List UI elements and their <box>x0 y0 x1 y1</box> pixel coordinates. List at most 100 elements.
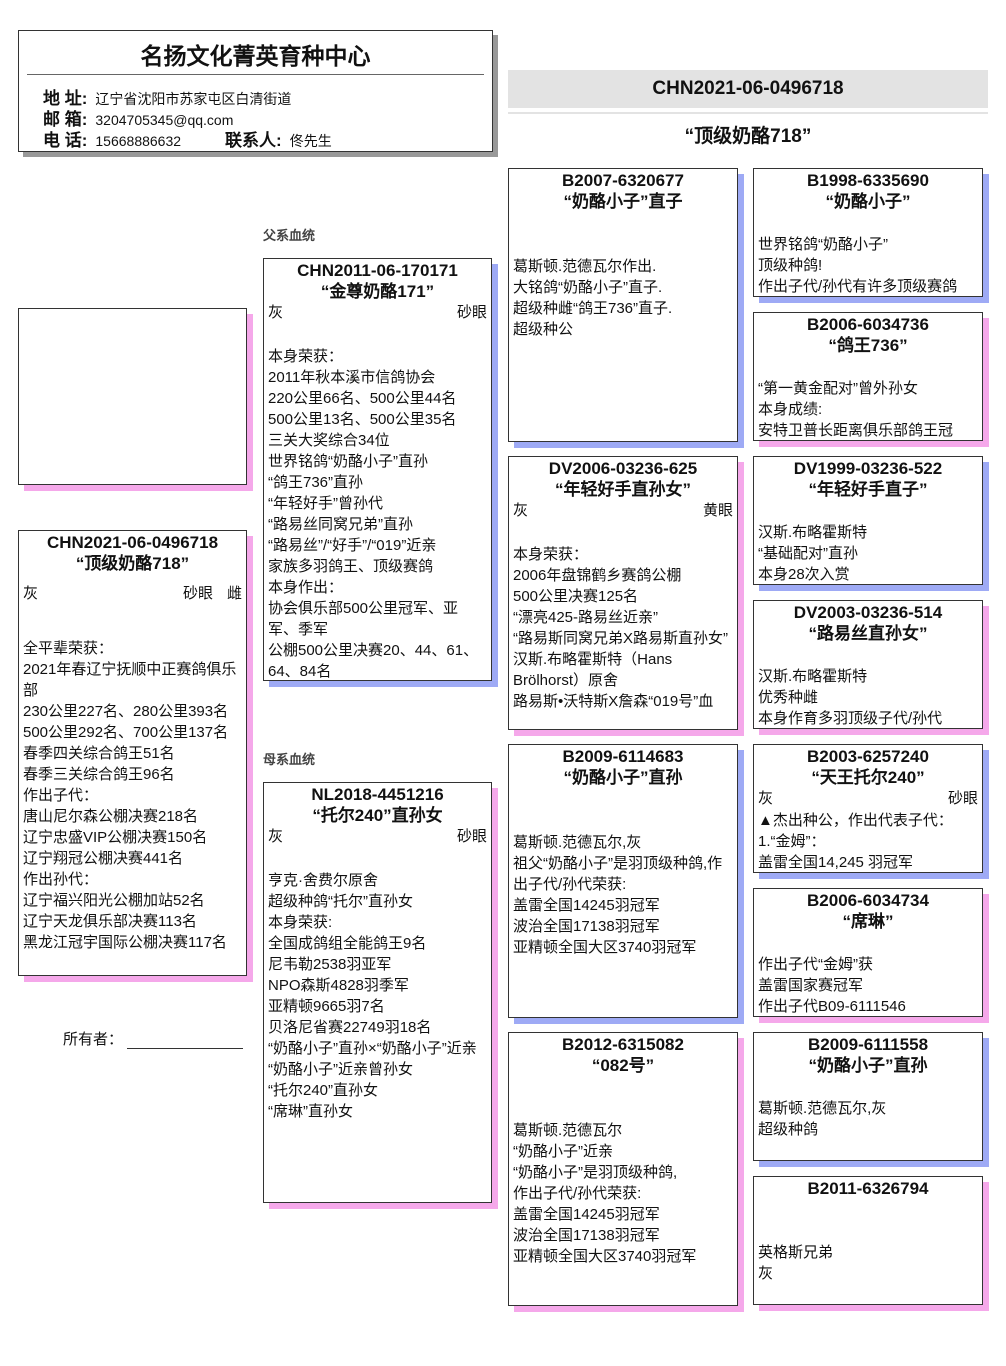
note-line: 本身荣获： <box>513 546 589 563</box>
note-line: 本身荣获： <box>268 348 344 365</box>
pedigree-card-sd: DV2006-03236-625“年轻好手直孙女”灰黄眼本身荣获：2006年盘锦… <box>508 456 738 730</box>
pigeon-name: “年轻好手直孙女” <box>555 480 691 499</box>
note-line: “奶酪小子”是羽顶级种鸽, <box>513 1164 678 1181</box>
pigeon-name: “奶酪小子”直孙 <box>563 768 683 787</box>
note-line: 唐山尼尔森公棚决赛218名 <box>23 808 199 825</box>
pedigree-card-ds: B2009-6114683“奶酪小子”直孙葛斯顿.范德瓦尔,灰祖父“奶酪小子”是… <box>508 744 738 1018</box>
note-line: 世界铭鸽“奶酪小子”直孙 <box>268 453 428 470</box>
ring-number: CHN2011-06-170171 <box>297 261 458 280</box>
note-line: 盖雷全国14245羽冠军 <box>513 1206 660 1223</box>
note-line: 亚精顿9665羽7名 <box>268 998 385 1015</box>
note-line: “年轻好手”曾孙代 <box>268 495 383 512</box>
note-line: 汉斯.布略霍斯特 <box>758 668 868 685</box>
pigeon-name: “托尔240”直孙女 <box>312 806 443 825</box>
note-line: 葛斯顿.范德瓦尔,灰 <box>513 834 642 851</box>
note-line: 作出子代/孙代有许多顶级赛鸽 <box>758 278 958 295</box>
subject-ring-banner: CHN2021-06-0496718 <box>508 70 988 108</box>
note-line: 2006年盘锦鹤乡赛鸽公棚 <box>513 567 682 584</box>
contact-label: 联系人: <box>225 131 282 150</box>
note-line: 500公里决赛125名 <box>513 588 639 605</box>
sire-section-label: 父系血统 <box>263 228 316 243</box>
sex: 雌 <box>226 585 242 602</box>
note-line: 公棚500公里决赛20、44、61、64、84名 <box>268 642 479 680</box>
note-line: 全平辈荣获： <box>23 640 114 657</box>
eye-type: 砂眼 <box>182 585 213 602</box>
note-line: 本身作育多羽顶级子代/孙代 <box>758 710 943 727</box>
note-line: 作出子代“金姆”获 <box>758 956 873 973</box>
pigeon-name: “鸽王736” <box>828 336 908 355</box>
note-line: 灰 <box>758 1265 774 1282</box>
pigeon-name: “奶酪小子” <box>825 192 911 211</box>
attributes-row: 灰砂眼雌 <box>23 583 242 604</box>
note-line: 大铭鸽“奶酪小子”直子. <box>513 279 663 296</box>
card-notes: “第一黄金配对”曾外孙女本身成绩:安特卫普长距离俱乐部鸽王冠 <box>758 378 978 440</box>
email-label: 邮 箱: <box>43 110 88 129</box>
feather-color: 灰 <box>513 502 529 519</box>
note-line: ▲杰出种公，作出代表子代： <box>758 812 953 829</box>
ring-number: B2006-6034736 <box>807 315 929 334</box>
note-line: 亚精顿全国大区3740羽冠军 <box>513 1248 697 1265</box>
card-notes: 英格斯兄弟灰 <box>758 1242 978 1284</box>
card-notes: 葛斯顿.范德瓦尔,灰祖父“奶酪小子”是羽顶级种鸽,作出子代/孙代荣获:盖雷全国1… <box>513 832 733 958</box>
note-line: 协会俱乐部500公里冠军、亚军、季军 <box>268 600 459 638</box>
owner-field: 所有者： <box>63 1028 244 1049</box>
ring-number: B2006-6034734 <box>807 891 929 910</box>
note-line: 路易斯•沃特斯X詹森“019号”血 <box>513 693 714 710</box>
feather-color: 灰 <box>758 790 774 807</box>
email-row: 邮 箱: 3204705345@qq.com <box>43 105 233 130</box>
note-line: 1.“金姆”： <box>758 833 826 850</box>
note-line: 波治全国17138羽冠军 <box>513 1227 660 1244</box>
note-line: 葛斯顿.范德瓦尔 <box>513 1122 623 1139</box>
note-line: 顶级种鸽! <box>758 257 823 274</box>
note-line: “鸽王736”直孙 <box>268 474 364 491</box>
note-line: 220公里66名、500公里44名 <box>268 390 457 407</box>
note-line: 辽宁忠盛VIP公棚决赛150名 <box>23 829 208 846</box>
note-line: 超级种雌“鸽王736”直子. <box>513 300 673 317</box>
note-line: 作出子代： <box>23 787 99 804</box>
note-line: “奶酪小子”近亲曾孙女 <box>268 1061 413 1078</box>
attributes-row: 灰砂眼 <box>268 826 487 847</box>
note-line: “路易斯同窝兄弟X路易斯直孙女” <box>513 630 728 647</box>
note-line: 2011年秋本溪市信鸽协会 <box>268 369 436 386</box>
note-line: 辽宁福兴阳光公棚加站52名 <box>23 892 205 909</box>
card-notes: 作出子代“金姆”获盖雷国家赛冠军作出子代B09-6111546 <box>758 954 978 1016</box>
note-line: 全国成鸽组全能鸽王9名 <box>268 935 427 952</box>
note-line: 本身28次入赏 <box>758 566 850 583</box>
note-line: 盖雷国家赛冠军 <box>758 977 864 994</box>
note-line: “奶酪小子”直孙×“奶酪小子”近亲 <box>268 1040 477 1057</box>
note-line: “托尔240”直孙女 <box>268 1082 379 1099</box>
phone-value: 15668886632 <box>95 133 182 149</box>
owner-signature-line[interactable] <box>127 1030 244 1049</box>
email-value: 3204705345@qq.com <box>95 112 234 128</box>
note-line: 葛斯顿.范德瓦尔作出. <box>513 258 657 275</box>
card-notes: 葛斯顿.范德瓦尔,灰超级种鸽 <box>758 1098 978 1140</box>
address-row: 地 址: 辽宁省沈阳市苏家屯区白清街道 <box>43 84 291 109</box>
pedigree-card-sds: DV1999-03236-522“年轻好手直子”汉斯.布略霍斯特“基础配对”直孙… <box>753 456 983 585</box>
card-notes: ▲杰出种公，作出代表子代： 1.“金姆”： 盖雷全国14,245 羽冠军 <box>758 810 978 872</box>
note-line: 2021年春辽宁抚顺中正赛鸽俱乐部 <box>23 661 237 699</box>
note-line: 超级种公 <box>513 321 574 338</box>
note-line: 盖雷全国14,245 羽冠军 <box>758 854 914 871</box>
ring-number: DV2006-03236-625 <box>548 459 698 478</box>
note-line: 葛斯顿.范德瓦尔,灰 <box>758 1100 887 1117</box>
pigeon-name: “席琳” <box>842 912 894 931</box>
card-notes: 葛斯顿.范德瓦尔作出. 大铭鸽“奶酪小子”直子. 超级种雌“鸽王736”直子. 超级种… <box>513 256 733 340</box>
card-notes: 葛斯顿.范德瓦尔“奶酪小子”近亲“奶酪小子”是羽顶级种鸽,作出子代/孙代荣获:盖… <box>513 1120 733 1267</box>
pigeon-name: “奶酪小子”直子 <box>563 192 683 211</box>
pedigree-card-dsd: B2006-6034734 “席琳” 作出子代“金姆”获盖雷国家赛冠军作出子代B09… <box>753 888 983 1017</box>
card-notes: 汉斯.布略霍斯特优秀种雌本身作育多羽顶级子代/孙代 <box>758 666 978 728</box>
eye-type: 砂眼 <box>456 304 487 321</box>
pedigree-card-dds: B2009-6111558“奶酪小子”直孙葛斯顿.范德瓦尔,灰超级种鸽 <box>753 1032 983 1161</box>
pedigree-card-ssd: B2006-6034736 “鸽王736” “第一黄金配对”曾外孙女本身成绩:安特卫… <box>753 312 983 441</box>
card-notes: 亨克·舍费尔原舍超级种鸽“托尔”直孙女本身荣获:全国成鸽组全能鸽王9名尼韦勒25… <box>268 870 487 1122</box>
pedigree-card-sss: B1998-6335690“奶酪小子”世界铭鸽“奶酪小子”顶级种鸽!作出子代/孙… <box>753 168 983 297</box>
pedigree-card-sire: CHN2011-06-170171“金尊奶酪171”灰砂眼本身荣获：2011年秋… <box>263 258 492 681</box>
note-line: 本身成绩: <box>758 401 823 418</box>
note-line: 英格斯兄弟 <box>758 1244 834 1261</box>
attributes-row: 灰砂眼 <box>268 302 487 323</box>
pigeon-name: “顶级奶酪718” <box>75 554 190 573</box>
note-line: 波治全国17138羽冠军 <box>513 918 660 935</box>
